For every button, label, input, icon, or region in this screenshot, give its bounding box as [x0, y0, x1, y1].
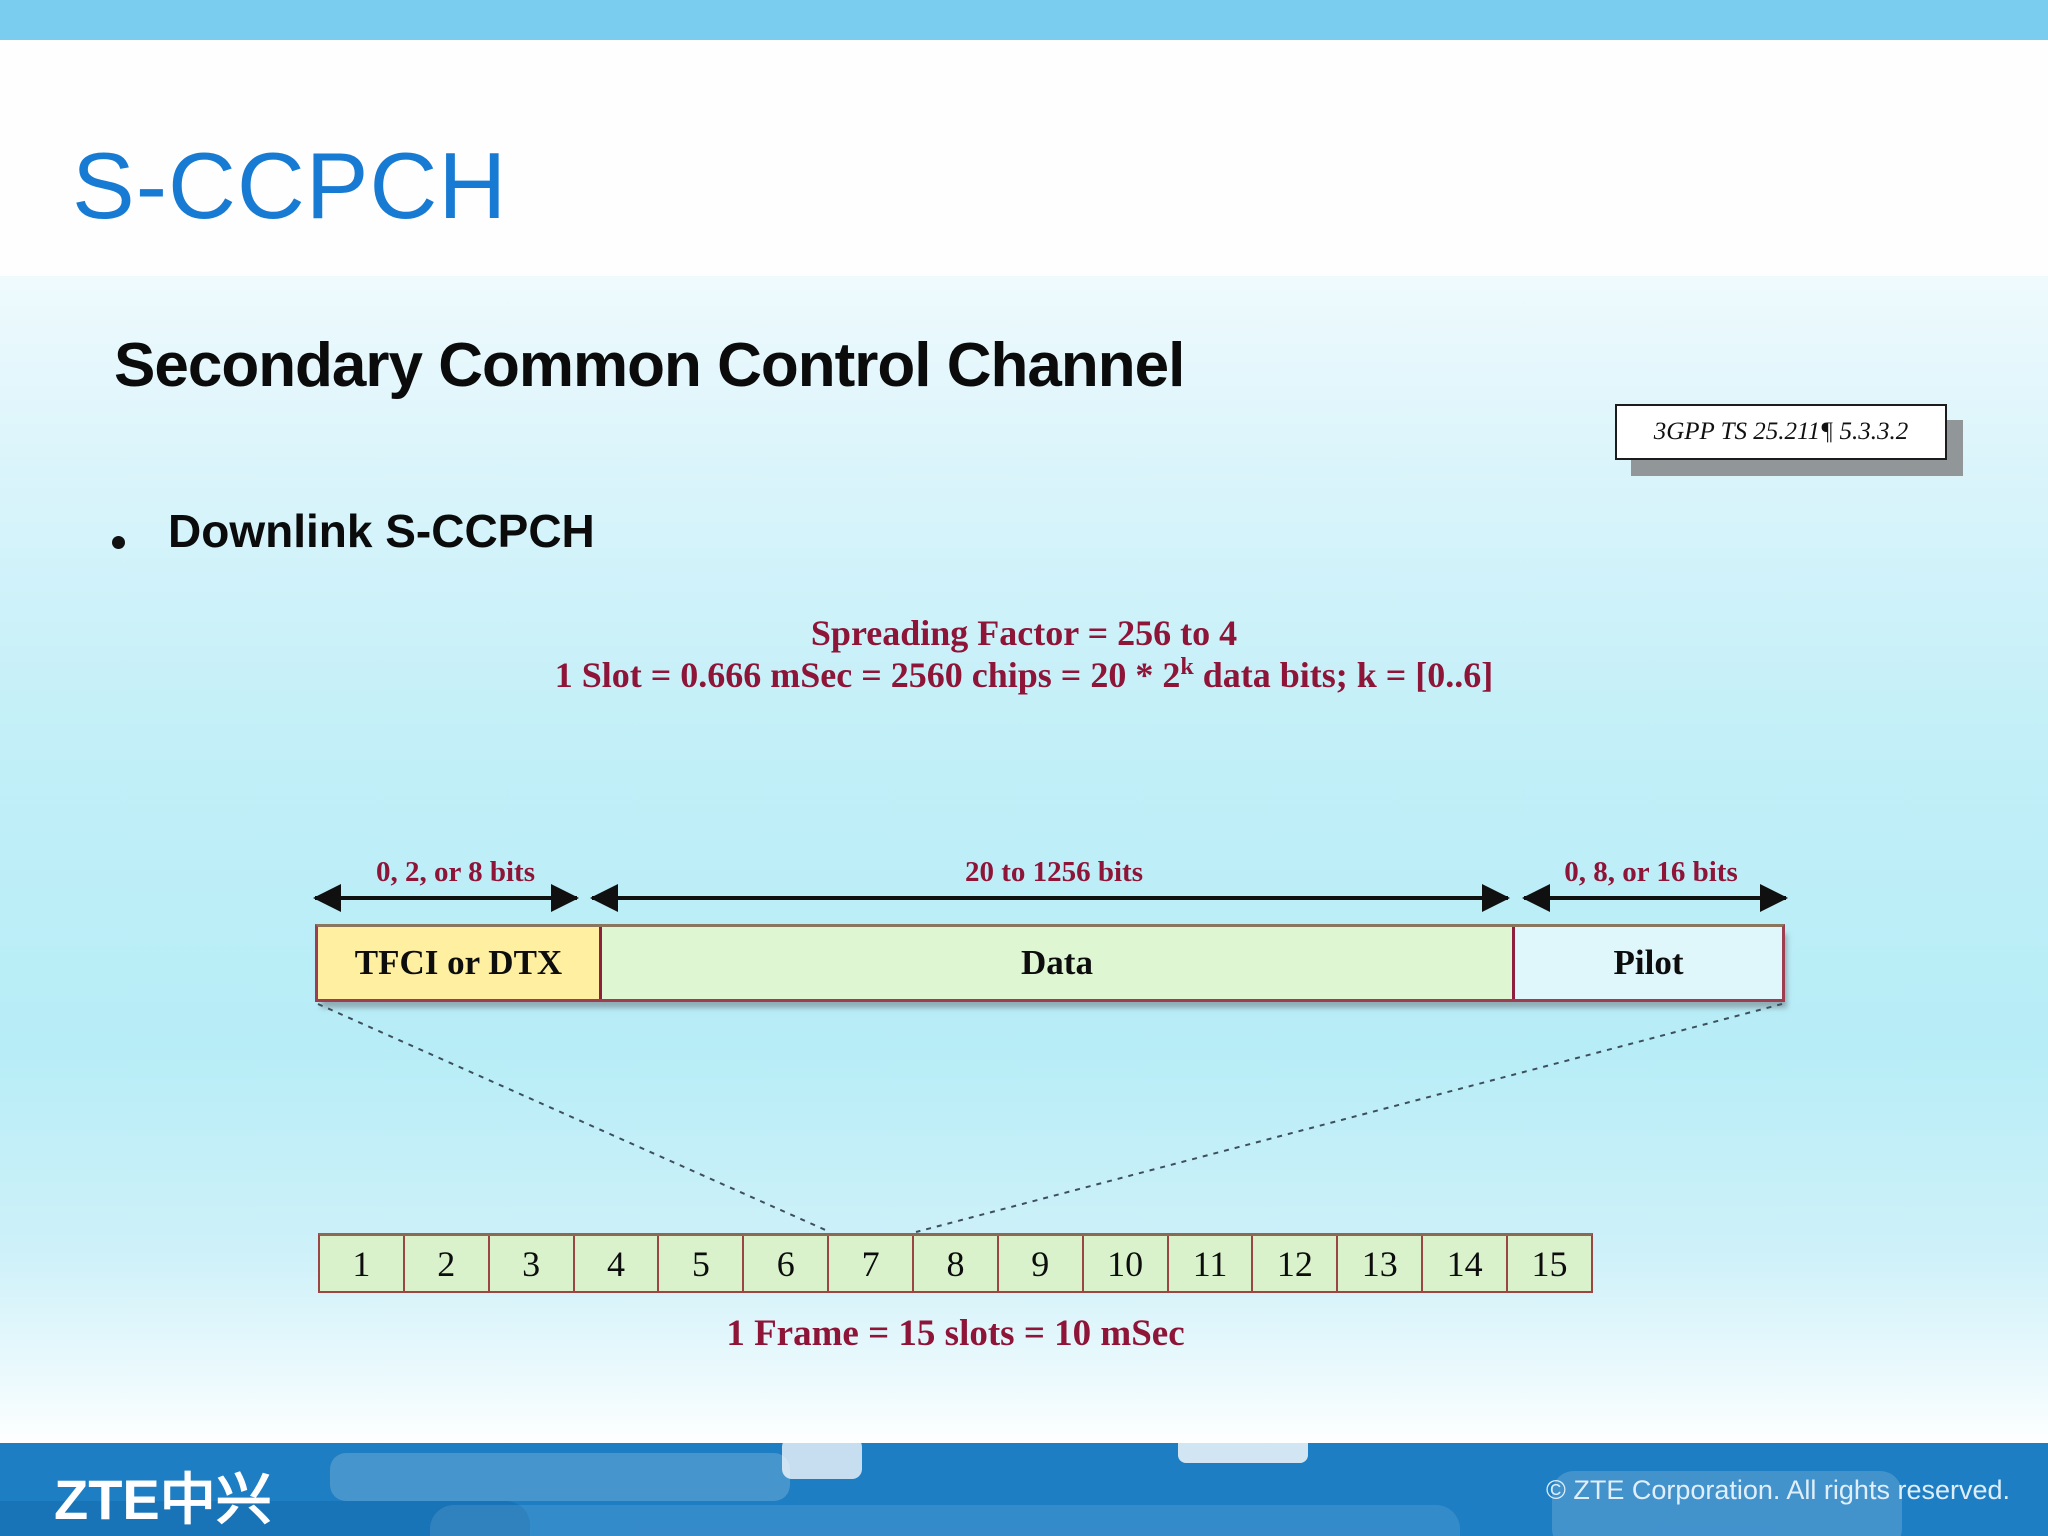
- zte-logo: ZTE中兴: [54, 1468, 272, 1531]
- frame-slot-cell: 3: [489, 1236, 575, 1291]
- frame-slot-cell: 5: [659, 1236, 745, 1291]
- slot-field-data: Data: [599, 927, 1515, 999]
- frame-caption: 1 Frame = 15 slots = 10 mSec: [726, 1313, 1185, 1354]
- bullet-text: Downlink S-CCPCH: [168, 505, 595, 557]
- frame-slot-cell: 9: [998, 1236, 1084, 1291]
- bullet-icon: [112, 536, 125, 549]
- frame-slot-cell: 14: [1423, 1236, 1509, 1291]
- frame-slot-cell: 8: [914, 1236, 999, 1291]
- slot-field-pilot: Pilot: [1515, 927, 1782, 999]
- footer-bar: ZTE中兴 © ZTE Corporation. All rights rese…: [0, 1443, 2048, 1536]
- frame-slot-cell: 2: [404, 1236, 490, 1291]
- double-arrow-icon-pilot: [1522, 884, 1788, 912]
- frame-slot-cell: 11: [1168, 1236, 1254, 1291]
- spec-reference-text: 3GPP TS 25.211¶ 5.3.3.2: [1653, 418, 1909, 445]
- footer-decor-shape: [330, 1453, 790, 1501]
- formula-spreading-factor: Spreading Factor = 256 to 4: [810, 613, 1238, 653]
- pilot-bits-label: 0, 8, or 16 bits: [1564, 856, 1738, 888]
- frame-slot-cell: 12: [1253, 1236, 1339, 1291]
- slot-field-tfci: TFCI or DTX: [318, 927, 599, 999]
- frame-slot-cell: 13: [1338, 1236, 1424, 1291]
- footer-decor-shape: [430, 1505, 1460, 1536]
- frame-slot-cell: 1: [320, 1236, 405, 1291]
- frame-slot-cell: 7: [829, 1236, 915, 1291]
- spec-reference-box: 3GPP TS 25.211¶ 5.3.3.2: [1615, 404, 1947, 460]
- footer-decor-shape: [1552, 1471, 1902, 1536]
- copyright-text: © ZTE Corporation. All rights reserved.: [1545, 1475, 2010, 1505]
- footer-decor-shape: [1178, 1443, 1308, 1463]
- frame-slot-cell: 4: [574, 1236, 660, 1291]
- footer-decor-shape: [782, 1443, 862, 1479]
- slide-header: S-CCPCH: [0, 40, 2048, 276]
- data-bits-label: 20 to 1256 bits: [964, 856, 1144, 888]
- frame-slot-cell: 6: [744, 1236, 830, 1291]
- formula-slot: 1 Slot = 0.666 mSec = 2560 chips = 20 * …: [554, 654, 1494, 695]
- slot-structure-bar: TFCI or DTX Data Pilot: [315, 924, 1785, 1002]
- section-heading: Secondary Common Control Channel: [114, 331, 1185, 400]
- footer-decor-shape: [0, 1501, 530, 1536]
- double-arrow-icon-tfci: [313, 884, 579, 912]
- double-arrow-icon-data: [590, 884, 1510, 912]
- frame-slot-cell: 15: [1508, 1236, 1591, 1291]
- slide-title: S-CCPCH: [72, 133, 508, 238]
- top-accent-bar: [0, 0, 2048, 40]
- frame-slot-cell: 10: [1083, 1236, 1169, 1291]
- tfci-bits-label: 0, 2, or 8 bits: [376, 856, 535, 888]
